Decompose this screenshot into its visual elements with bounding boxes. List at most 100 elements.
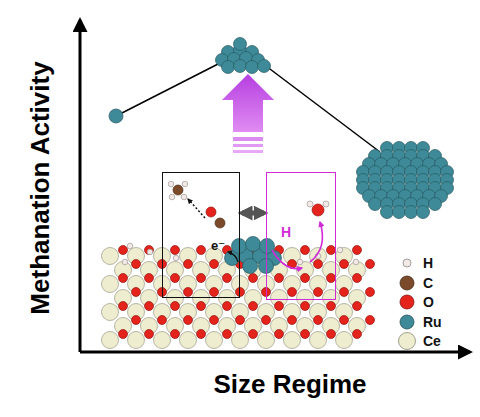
oxygen-atom	[275, 274, 284, 283]
cerium-atom	[102, 276, 119, 293]
ru-raft-atom	[232, 239, 247, 254]
hydrogen-atom	[122, 259, 128, 265]
oxygen-atom	[353, 274, 362, 283]
oxygen-atom	[312, 204, 324, 216]
legend-swatch	[398, 274, 416, 292]
hydrogen-atom	[297, 259, 303, 265]
ru-atom	[109, 109, 123, 123]
legend-entry: H	[398, 254, 433, 272]
oxygen-atom	[171, 302, 180, 311]
ru-nanoparticle-atom	[429, 198, 442, 211]
oxygen-atom	[288, 316, 297, 325]
oxygen-atom	[366, 260, 375, 269]
cerium-atom	[310, 332, 327, 349]
cerium-atom	[128, 332, 145, 349]
oxygen-atom	[301, 302, 310, 311]
axis-label: Methanation Activity	[27, 61, 53, 314]
cerium-atom	[102, 332, 119, 349]
oxygen-atom	[171, 246, 180, 255]
oxygen-atom	[145, 274, 154, 283]
oxygen-atom	[171, 274, 180, 283]
y-axis	[79, 20, 82, 352]
reaction-arrow	[188, 199, 205, 218]
cerium-atom	[102, 304, 119, 321]
oxygen-atom	[197, 302, 206, 311]
ru-cluster-atom	[246, 61, 259, 74]
oxygen-atom	[249, 302, 258, 311]
spillover-arrow	[272, 250, 302, 269]
oxygen-atom	[119, 274, 128, 283]
oxygen-atom	[314, 316, 323, 325]
exchange-arrow	[242, 211, 264, 216]
legend-entry: O	[398, 293, 434, 311]
oxygen-atom	[314, 288, 323, 297]
oxygen-atom	[119, 246, 128, 255]
carbon-atom	[173, 185, 183, 195]
ru-cluster-atom	[234, 38, 247, 51]
hydrogen-atom	[323, 201, 329, 207]
ru-cluster-atom	[234, 60, 247, 73]
hydrogen-atom	[353, 259, 359, 265]
spillover-arrow	[310, 222, 322, 262]
cerium-atom	[206, 332, 223, 349]
oxygen-atom	[366, 288, 375, 297]
activity-arrow	[222, 74, 274, 153]
oxygen-atom	[184, 260, 193, 269]
ru-cluster-atom	[222, 61, 235, 74]
hydrogen-atom	[173, 255, 179, 261]
oxygen-atom	[236, 316, 245, 325]
legend-swatch	[398, 313, 416, 331]
oxygen-atom	[314, 260, 323, 269]
oxygen-atom	[184, 316, 193, 325]
oxygen-atom	[210, 316, 219, 325]
legend-entry: C	[398, 274, 433, 292]
electron-arrow	[228, 252, 238, 262]
hydrogen-atom	[181, 194, 187, 200]
oxygen-atom	[353, 330, 362, 339]
cerium-atom	[154, 332, 171, 349]
oxygen-atom	[145, 302, 154, 311]
oxygen-atom	[132, 260, 141, 269]
ru-raft-atom	[246, 237, 261, 252]
oxygen-atom	[145, 246, 154, 255]
mechanism-box: e⁻	[162, 172, 240, 298]
oxygen-atom	[327, 246, 336, 255]
oxygen-atom	[132, 288, 141, 297]
axis-label: Size Regime	[213, 371, 366, 397]
trend-line	[262, 63, 380, 152]
oxygen-atom	[301, 330, 310, 339]
ru-cluster-atom	[258, 60, 271, 73]
legend-label: C	[423, 276, 433, 290]
oxygen-atom	[119, 330, 128, 339]
mechanism-label: e⁻	[211, 239, 225, 252]
hydrogen-atom	[182, 181, 188, 187]
legend-entry: Ru	[398, 313, 442, 331]
legend-label: H	[423, 256, 433, 270]
legend-label: Ce	[423, 334, 441, 348]
oxygen-atom	[340, 288, 349, 297]
x-axis	[80, 351, 470, 354]
trend-line	[118, 63, 220, 115]
cerium-atom	[284, 332, 301, 349]
oxygen-atom	[262, 316, 271, 325]
ru-nanoparticle-atom	[405, 206, 418, 219]
oxygen-atom	[288, 288, 297, 297]
cerium-atom	[232, 332, 249, 349]
oxygen-atom	[206, 207, 216, 217]
legend-label: Ru	[423, 315, 442, 329]
oxygen-atom	[197, 246, 206, 255]
oxygen-atom	[210, 260, 219, 269]
oxygen-atom	[249, 330, 258, 339]
oxygen-atom	[145, 330, 154, 339]
ru-nanoparticle-atom	[393, 206, 406, 219]
oxygen-atom	[171, 330, 180, 339]
cerium-atom	[336, 332, 353, 349]
oxygen-atom	[340, 316, 349, 325]
oxygen-atom	[223, 330, 232, 339]
legend-entry: Ce	[398, 332, 441, 350]
hydrogen-atom	[168, 181, 174, 187]
cerium-atom	[180, 332, 197, 349]
ru-nanoparticle-atom	[369, 198, 382, 211]
oxygen-atom	[223, 302, 232, 311]
